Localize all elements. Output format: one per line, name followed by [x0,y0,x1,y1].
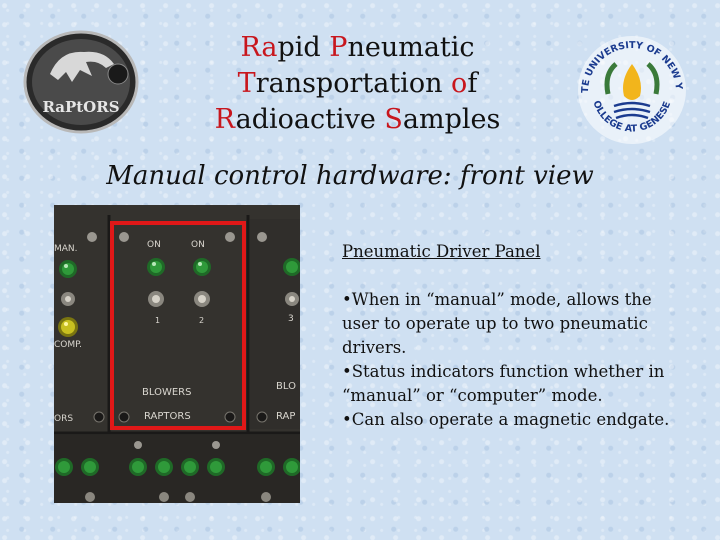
title-line-3: Radioactive Samples [214,104,501,135]
geneseo-seal-logo: STATE UNIVERSITY OF NEW YORK COLLEGE AT … [574,34,686,144]
raptors-logo: RaPtORS [23,30,139,134]
raptors-logo-text: RaPtORS [42,98,119,116]
label-1: 1 [155,316,160,325]
highlight-box [110,221,246,430]
title-line-2: Transportation of [237,68,478,99]
bullet-magnetic-endgate: •Can also operate a magnetic endgate. [342,410,670,429]
label-raptors: RAPTORS [144,411,191,422]
title-line-1: Rapid Pneumatic [240,32,475,63]
label-3: 3 [288,314,294,324]
label-rap: RAP [276,411,295,422]
bullet-status-indicators: •Status indicators function whether in “… [342,362,665,405]
lower-led-row [55,458,300,476]
label-man: MAN. [54,244,78,254]
label-on-2: ON [191,240,205,250]
slide-subtitle: Manual control hardware: front view [106,161,594,191]
bullet-manual-mode: •When in “manual” mode, allows the user … [342,290,652,357]
control-panel-photo: MAN. ON ON COMP. 1 2 3 BLOWERS RAPTORS B… [54,205,300,503]
label-blowers: BLOWERS [142,387,191,398]
panel-heading: Pneumatic Driver Panel [342,242,541,261]
label-2: 2 [199,316,204,325]
label-comp: COMP. [54,340,82,350]
label-ors: ORS [54,414,73,424]
slide-title: Rapid Pneumatic Transportation of Radioa… [170,30,545,138]
label-blo: BLO [276,381,296,392]
description-panel: Pneumatic Driver Panel •When in “manual”… [342,240,672,432]
label-on-1: ON [147,240,161,250]
